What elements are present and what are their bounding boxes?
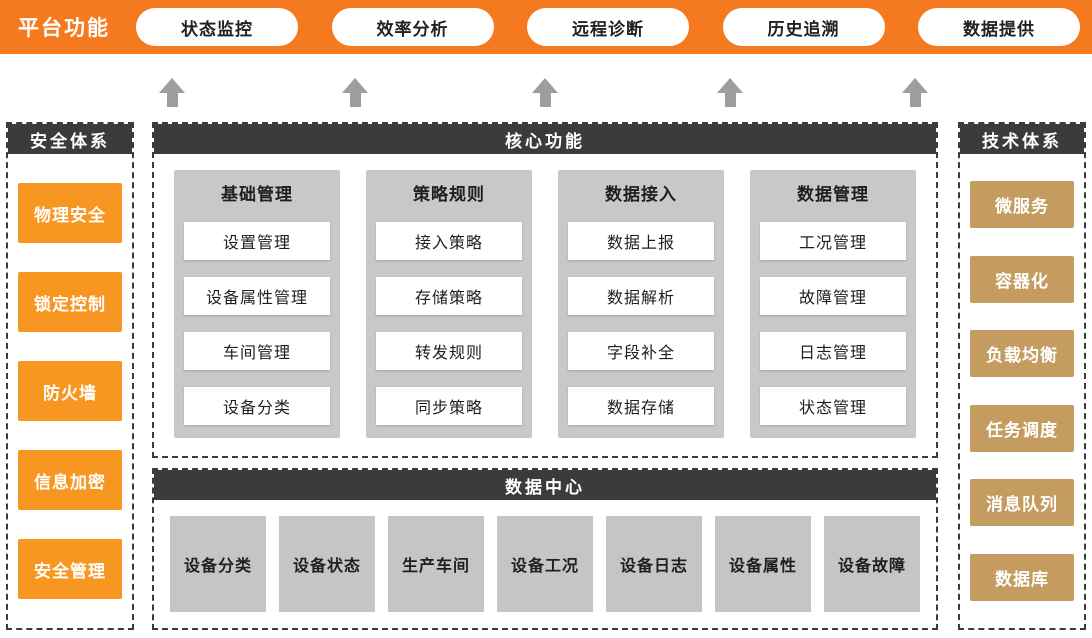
core-item: 字段补全	[568, 332, 714, 370]
core-item: 工况管理	[760, 222, 906, 260]
data-box-production-workshop: 生产车间	[388, 516, 484, 612]
core-functions-panel: 核心功能 基础管理 设置管理 设备属性管理 车间管理 设备分类 策略规则 接入策…	[152, 122, 938, 458]
core-column-header: 数据管理	[797, 185, 869, 205]
pill-status-monitoring: 状态监控	[136, 8, 298, 46]
up-arrow-icon	[902, 78, 928, 108]
core-column-data-access: 数据接入 数据上报 数据解析 字段补全 数据存储	[558, 170, 724, 438]
tech-item-message-queue: 消息队列	[970, 479, 1074, 527]
core-item: 存储策略	[376, 277, 522, 315]
up-arrow-icon	[532, 78, 558, 108]
core-item: 数据解析	[568, 277, 714, 315]
data-box-device-logs: 设备日志	[606, 516, 702, 612]
core-item: 同步策略	[376, 387, 522, 425]
tech-item-microservices: 微服务	[970, 181, 1074, 229]
up-arrow-icon	[717, 78, 743, 108]
core-column-data-management: 数据管理 工况管理 故障管理 日志管理 状态管理	[750, 170, 916, 438]
tech-system-title: 技术体系	[960, 124, 1084, 154]
data-box-device-classification: 设备分类	[170, 516, 266, 612]
security-item-firewall: 防火墙	[18, 361, 122, 421]
core-item: 设备分类	[184, 387, 330, 425]
core-item: 故障管理	[760, 277, 906, 315]
function-pill-row: 状态监控 效率分析 远程诊断 历史追溯 数据提供	[136, 8, 1080, 46]
core-columns: 基础管理 设置管理 设备属性管理 车间管理 设备分类 策略规则 接入策略 存储策…	[154, 154, 936, 456]
data-box-device-condition: 设备工况	[497, 516, 593, 612]
security-item-list: 物理安全 锁定控制 防火墙 信息加密 安全管理	[8, 154, 132, 628]
core-item: 车间管理	[184, 332, 330, 370]
tech-item-database: 数据库	[970, 553, 1074, 601]
security-system-panel: 安全体系 物理安全 锁定控制 防火墙 信息加密 安全管理	[6, 122, 134, 630]
core-column-header: 策略规则	[413, 185, 485, 205]
core-item: 数据存储	[568, 387, 714, 425]
pill-data-provision: 数据提供	[918, 8, 1080, 46]
core-item: 状态管理	[760, 387, 906, 425]
core-item: 数据上报	[568, 222, 714, 260]
data-box-device-attributes: 设备属性	[715, 516, 811, 612]
data-box-device-faults: 设备故障	[824, 516, 920, 612]
security-item-physical: 物理安全	[18, 183, 122, 243]
core-item: 设置管理	[184, 222, 330, 260]
core-item: 转发规则	[376, 332, 522, 370]
security-item-management: 安全管理	[18, 539, 122, 599]
tech-item-containerization: 容器化	[970, 255, 1074, 303]
core-column-header: 数据接入	[605, 185, 677, 205]
tech-item-task-scheduling: 任务调度	[970, 404, 1074, 452]
core-functions-title: 核心功能	[154, 124, 936, 154]
up-arrow-icon	[159, 78, 185, 108]
core-item: 日志管理	[760, 332, 906, 370]
tech-item-list: 微服务 容器化 负载均衡 任务调度 消息队列 数据库	[960, 154, 1084, 628]
data-center-boxes: 设备分类 设备状态 生产车间 设备工况 设备日志 设备属性 设备故障	[154, 500, 936, 628]
pill-remote-diagnosis: 远程诊断	[527, 8, 689, 46]
core-item: 设备属性管理	[184, 277, 330, 315]
up-arrow-icon	[342, 78, 368, 108]
pill-efficiency-analysis: 效率分析	[331, 8, 494, 46]
core-column-basic-management: 基础管理 设置管理 设备属性管理 车间管理 设备分类	[174, 170, 340, 438]
security-system-title: 安全体系	[8, 124, 132, 154]
platform-functions-bar: 平台功能 状态监控 效率分析 远程诊断 历史追溯 数据提供	[0, 0, 1092, 54]
platform-functions-label: 平台功能	[18, 16, 110, 40]
tech-item-load-balancing: 负载均衡	[970, 330, 1074, 378]
security-item-lock-control: 锁定控制	[18, 272, 122, 332]
data-center-panel: 数据中心 设备分类 设备状态 生产车间 设备工况 设备日志 设备属性 设备故障	[152, 468, 938, 630]
tech-system-panel: 技术体系 微服务 容器化 负载均衡 任务调度 消息队列 数据库	[958, 122, 1086, 630]
data-center-title: 数据中心	[154, 470, 936, 500]
core-column-strategy-rules: 策略规则 接入策略 存储策略 转发规则 同步策略	[366, 170, 532, 438]
security-item-encryption: 信息加密	[18, 450, 122, 510]
core-column-header: 基础管理	[221, 185, 293, 205]
data-box-device-status: 设备状态	[279, 516, 375, 612]
pill-history-trace: 历史追溯	[722, 8, 885, 46]
core-item: 接入策略	[376, 222, 522, 260]
